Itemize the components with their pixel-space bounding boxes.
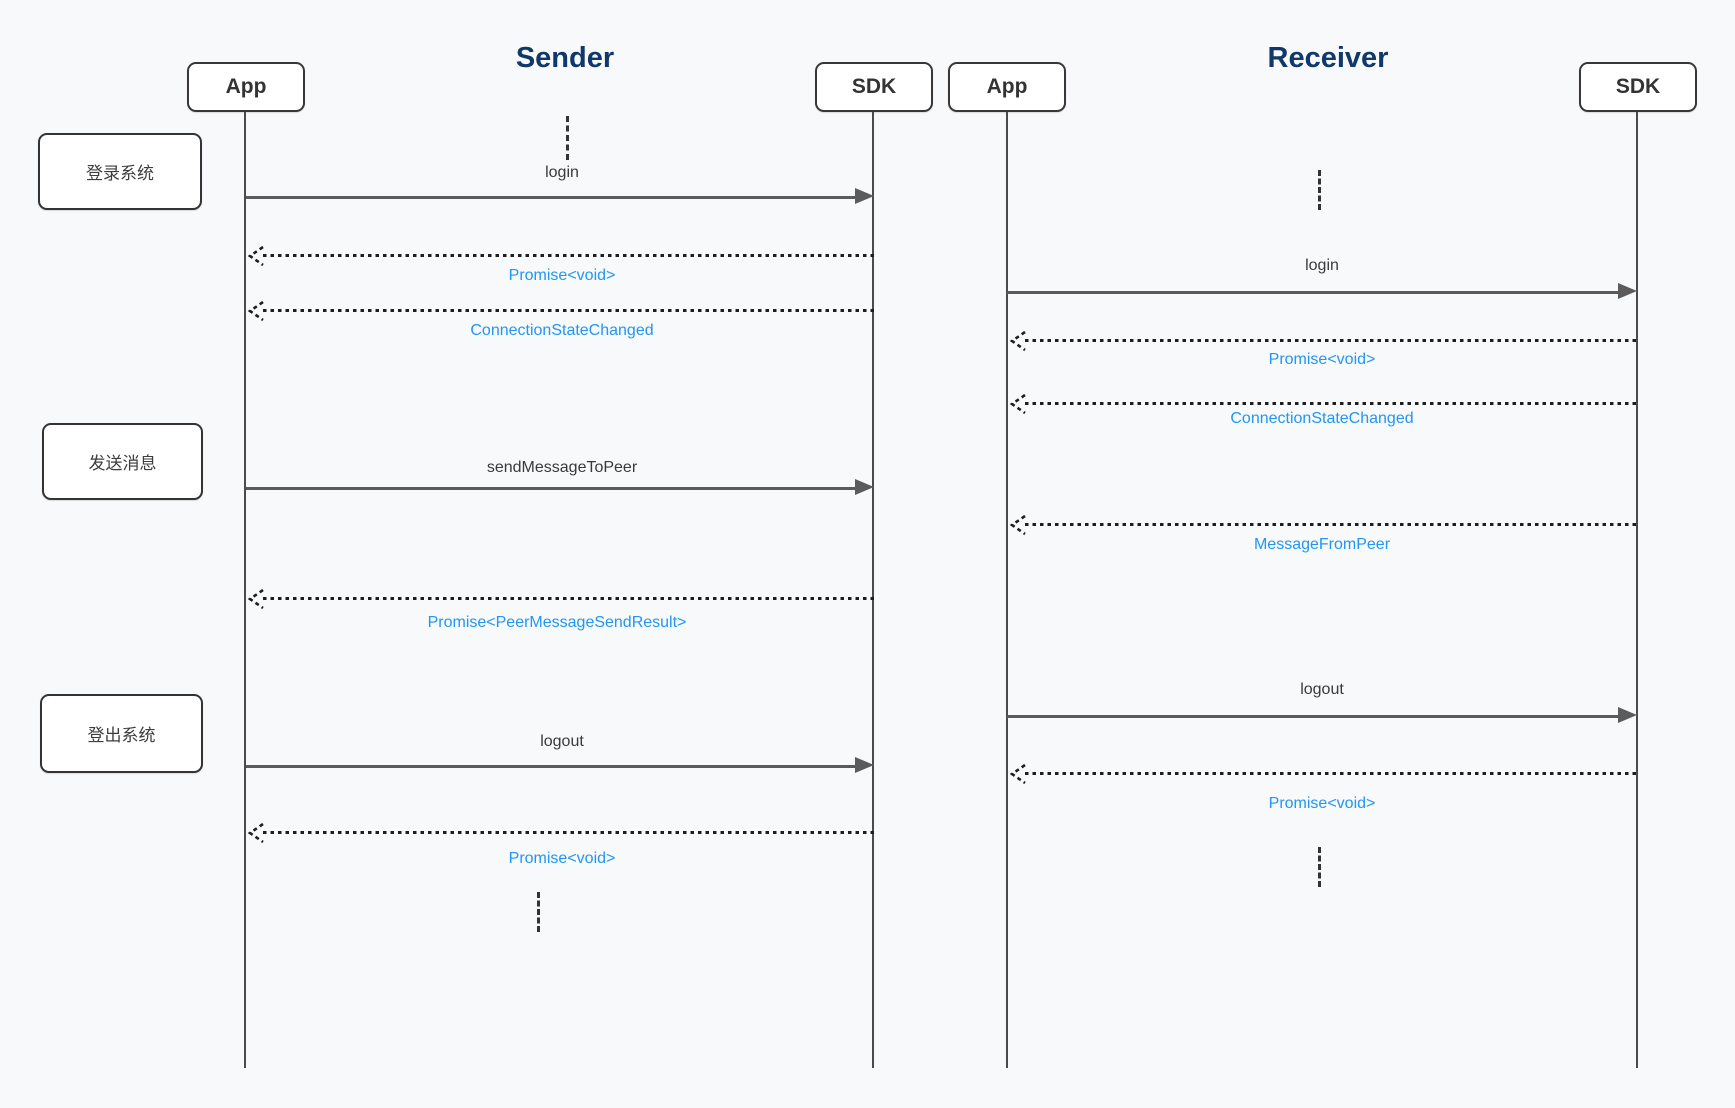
receiver-msg-promise-void2-arrow: [1025, 772, 1638, 775]
sender-msg-promise-void2-arrow: [263, 831, 874, 834]
sender-msg-promise-void-arrow: [263, 254, 874, 257]
arrowhead-icon: [855, 757, 874, 773]
dashed-arrowhead-icon: [246, 299, 266, 323]
sender-msg-peer-result-arrow: [263, 597, 874, 600]
receiver-msg-login-label: login: [1305, 257, 1339, 274]
sender-section-title: Sender: [515, 42, 615, 74]
receiver-msg-promise-void2-label: Promise<void>: [1268, 795, 1376, 812]
sender-msg-promise-void-label: Promise<void>: [508, 267, 616, 284]
dashed-arrowhead-icon: [246, 244, 266, 268]
receiver-app-lifeline: [1006, 112, 1008, 1068]
receiver-msg-promise-void-arrow: [1025, 339, 1638, 342]
receiver-msg-promise-void-label: Promise<void>: [1268, 351, 1376, 368]
sender-sdk-actor-box: SDK: [815, 62, 933, 112]
sender-msg-login-arrow: [246, 196, 855, 199]
step-box-logout-system: 登出系统: [40, 694, 203, 773]
arrowhead-icon: [855, 479, 874, 495]
step-box-send-message: 发送消息: [42, 423, 203, 500]
sender-msg-peer-result-label: Promise<PeerMessageSendResult>: [427, 614, 687, 631]
receiver-app-actor-box: App: [948, 62, 1066, 112]
dashed-arrowhead-icon: [1008, 513, 1028, 537]
sender-sdk-lifeline: [872, 112, 874, 1068]
receiver-msg-connection-state-label: ConnectionStateChanged: [1230, 410, 1414, 427]
receiver-msg-logout-label: logout: [1300, 681, 1344, 698]
arrowhead-icon: [1618, 707, 1637, 723]
receiver-top-ellipsis-mark: [1318, 170, 1321, 210]
receiver-msg-logout-arrow: [1007, 715, 1619, 718]
sender-msg-connection-state-label: ConnectionStateChanged: [470, 322, 654, 339]
sender-app-lifeline: [244, 112, 246, 1068]
sender-msg-logout-label: logout: [540, 733, 584, 750]
sender-msg-login-label: login: [545, 164, 579, 181]
receiver-msg-login-arrow: [1007, 291, 1619, 294]
sender-msg-connection-state-arrow: [263, 309, 874, 312]
arrowhead-icon: [1618, 283, 1637, 299]
sender-bottom-ellipsis-mark: [537, 892, 540, 932]
receiver-bottom-ellipsis-mark: [1318, 847, 1321, 887]
dashed-arrowhead-icon: [246, 821, 266, 845]
dashed-arrowhead-icon: [246, 587, 266, 611]
dashed-arrowhead-icon: [1008, 762, 1028, 786]
arrowhead-icon: [855, 188, 874, 204]
step-box-login-system: 登录系统: [38, 133, 202, 210]
dashed-arrowhead-icon: [1008, 329, 1028, 353]
receiver-sdk-lifeline: [1636, 112, 1638, 1068]
sender-msg-send-message-arrow: [246, 487, 855, 490]
sender-msg-promise-void2-label: Promise<void>: [508, 850, 616, 867]
receiver-msg-connection-state-arrow: [1025, 402, 1638, 405]
sender-msg-logout-arrow: [246, 765, 855, 768]
receiver-msg-message-from-peer-arrow: [1025, 523, 1638, 526]
sender-app-actor-box: App: [187, 62, 305, 112]
receiver-msg-message-from-peer-label: MessageFromPeer: [1253, 536, 1391, 553]
sender-msg-send-message-label: sendMessageToPeer: [486, 459, 638, 476]
receiver-sdk-actor-box: SDK: [1579, 62, 1697, 112]
receiver-section-title: Receiver: [1267, 42, 1389, 74]
sender-top-ellipsis-mark: [566, 116, 569, 160]
dashed-arrowhead-icon: [1008, 392, 1028, 416]
